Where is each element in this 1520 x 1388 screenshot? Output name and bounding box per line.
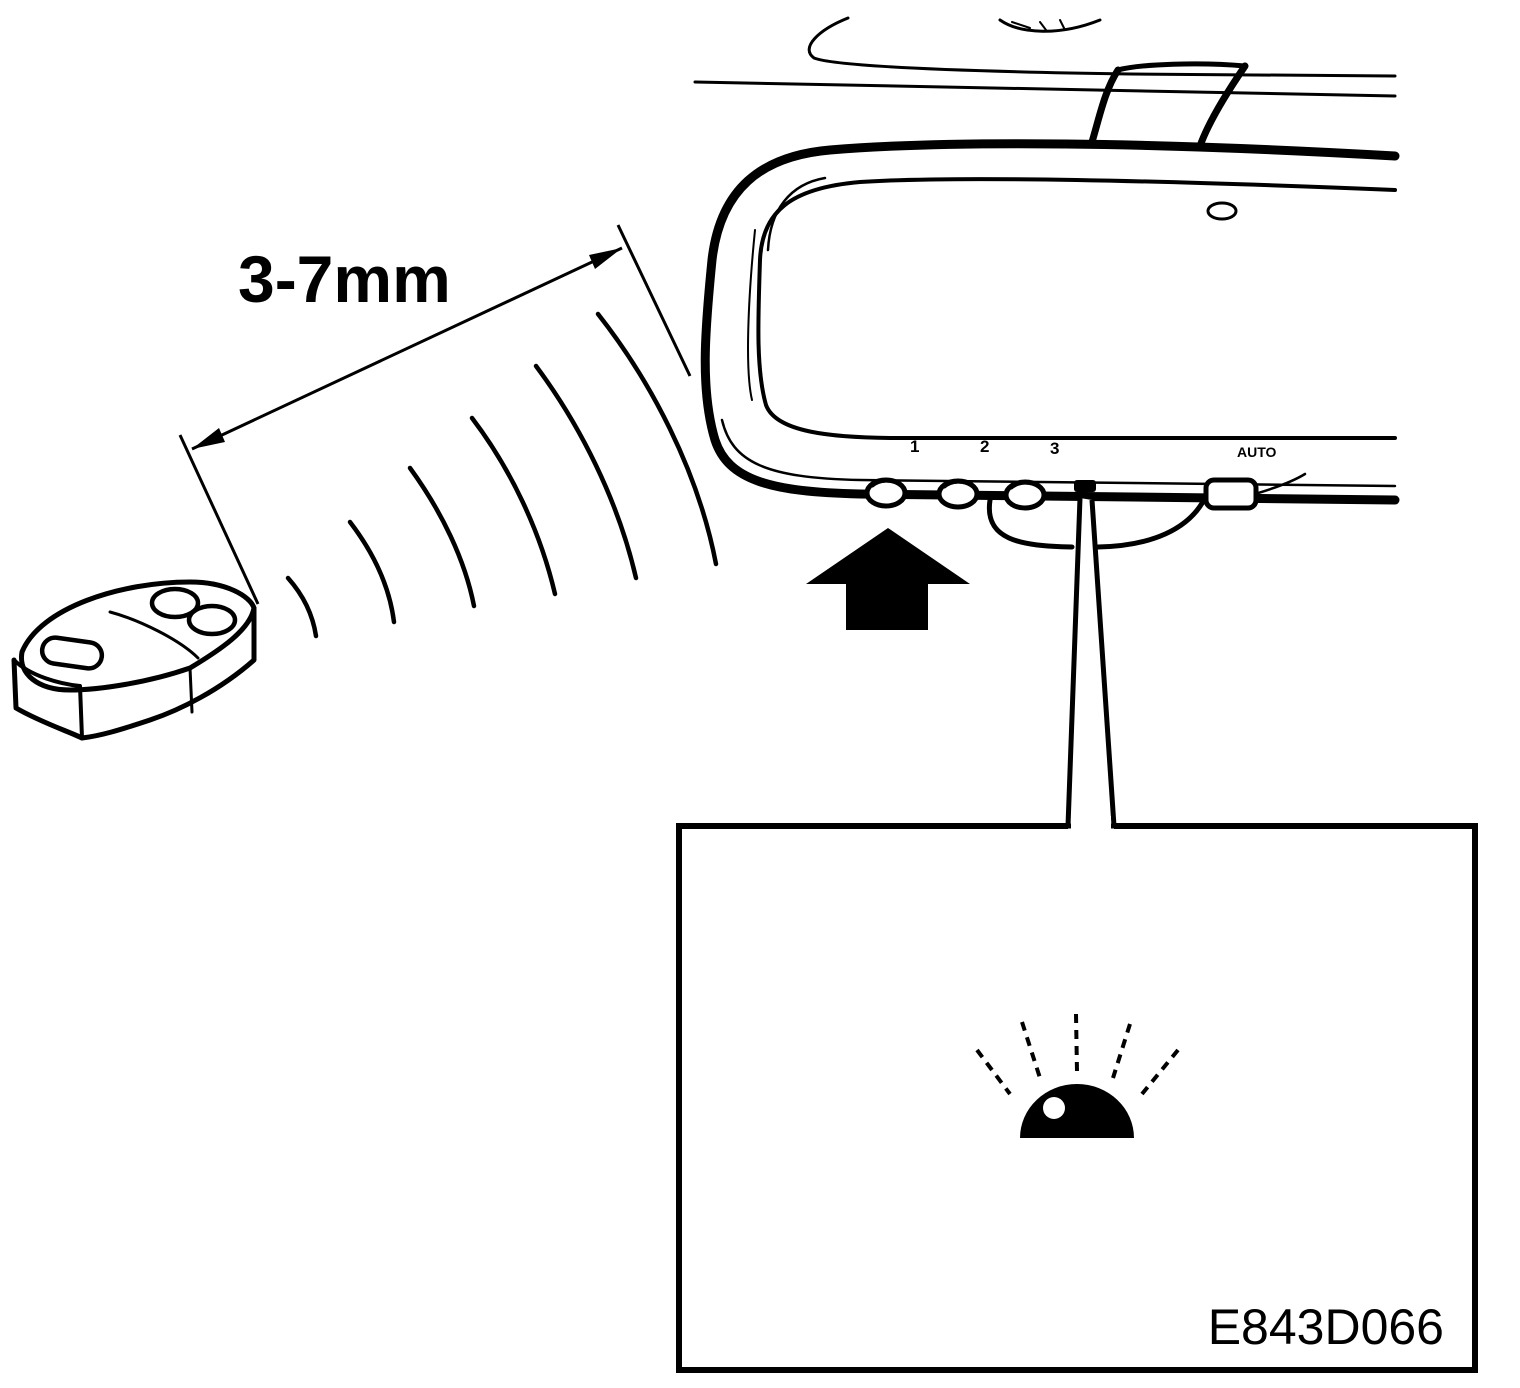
callout-box [676,823,1478,1373]
windshield-lines [693,16,1397,98]
remote-button-a[interactable] [149,586,201,620]
signal-waves-icon [285,311,719,639]
rearview-mirror [700,139,1400,505]
dimension-indicator [178,224,692,605]
figure-code: E843D066 [1208,1299,1444,1355]
mirror-button-auto[interactable] [1203,477,1259,511]
button-highlights [871,480,1040,490]
press-arrow-icon [806,528,970,630]
indicator-led [1074,480,1096,492]
dimension-arrowheads [192,248,622,449]
dimension-line [191,246,623,451]
mirror-button-3[interactable] [1003,479,1047,511]
button-label-auto: AUTO [1237,444,1277,460]
mirror-button-2[interactable] [936,478,980,510]
button-label-3: 3 [1050,439,1059,458]
button-label-1: 1 [910,437,919,456]
inset-callout [676,497,1478,1373]
dimension-extension-right [616,224,692,377]
mirror-underside [986,472,1307,550]
button-label-2: 2 [980,437,989,456]
dimension-extension-left [178,434,260,605]
remote-long-button[interactable] [39,635,105,671]
mirror-mount [1088,61,1249,150]
mirror-button-1[interactable] [864,477,908,509]
remote-buttons [39,586,238,671]
flashing-light-icon [975,1013,1180,1138]
remote-button-b[interactable] [186,603,238,637]
dimension-label: 3-7mm [238,242,451,316]
